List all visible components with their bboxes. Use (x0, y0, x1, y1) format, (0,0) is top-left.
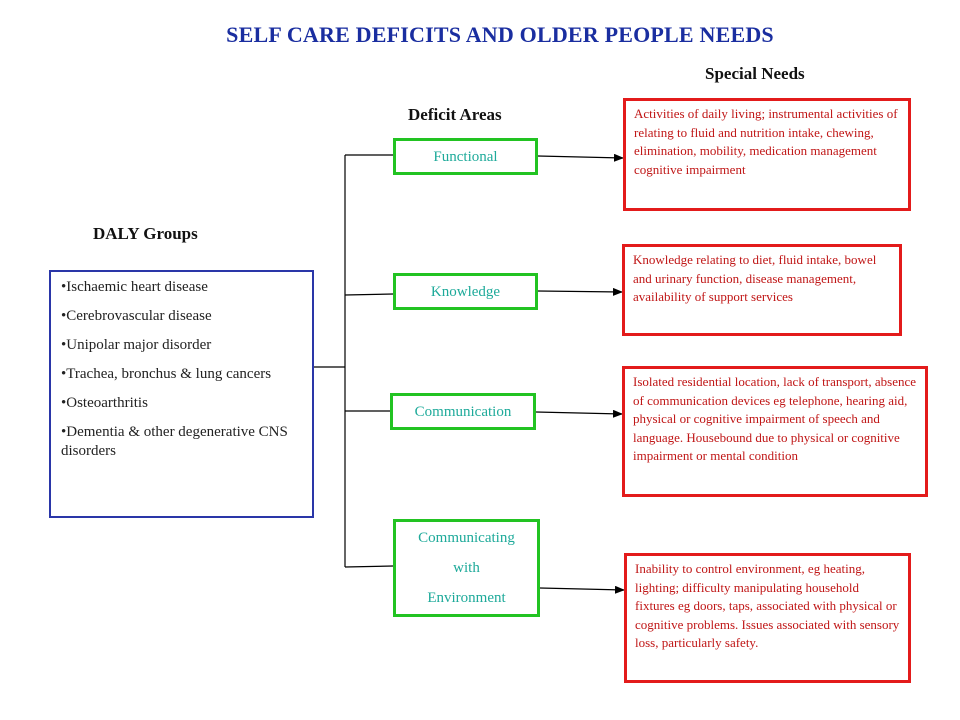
need-functional-text: Activities of daily living; instrumental… (634, 106, 898, 177)
heading-daly-groups: DALY Groups (93, 224, 198, 243)
arrow-knowledge (537, 287, 623, 296)
deficit-functional-box: Functional (393, 138, 538, 175)
list-item: Osteoarthritis (61, 394, 304, 413)
deficit-knowledge-box: Knowledge (393, 273, 538, 310)
connector-branch-environment (344, 565, 394, 568)
deficit-environment-label-line3: Environment (427, 590, 506, 606)
page-title: SELF CARE DEFICITS AND OLDER PEOPLE NEED… (226, 22, 774, 47)
need-knowledge-text: Knowledge relating to diet, fluid intake… (633, 252, 877, 304)
need-knowledge-box: Knowledge relating to diet, fluid intake… (622, 244, 902, 336)
deficit-communication-box: Communication (390, 393, 536, 430)
list-item: Dementia & other degenerative CNS disord… (61, 423, 304, 461)
list-item: Unipolar major disorder (61, 336, 304, 355)
deficit-environment-label-line2: with (453, 560, 480, 576)
arrow-communication (535, 409, 623, 418)
deficit-communication-label: Communication (414, 403, 512, 420)
list-item: Cerebrovascular disease (61, 307, 304, 326)
need-functional-box: Activities of daily living; instrumental… (623, 98, 911, 211)
need-environment-box: Inability to control environment, eg hea… (624, 553, 911, 683)
heading-deficit-areas: Deficit Areas (408, 105, 502, 124)
deficit-functional-label: Functional (433, 148, 498, 165)
deficit-environment-box: Communicating with Environment (393, 519, 540, 617)
daly-groups-list: Ischaemic heart disease Cerebrovascular … (61, 278, 304, 461)
deficit-knowledge-label: Knowledge (430, 283, 501, 300)
need-environment-text: Inability to control environment, eg hea… (635, 561, 900, 650)
list-item: Ischaemic heart disease (61, 278, 304, 297)
connector-branch-knowledge (344, 293, 394, 296)
need-communication-box: Isolated residential location, lack of t… (622, 366, 928, 497)
list-item: Trachea, bronchus & lung cancers (61, 365, 304, 384)
arrow-functional (537, 153, 624, 162)
arrow-environment (539, 585, 625, 594)
deficit-environment-label-line1: Communicating (418, 530, 515, 546)
need-communication-text: Isolated residential location, lack of t… (633, 374, 917, 463)
daly-groups-box: Ischaemic heart disease Cerebrovascular … (49, 270, 314, 518)
heading-special-needs: Special Needs (705, 64, 805, 83)
